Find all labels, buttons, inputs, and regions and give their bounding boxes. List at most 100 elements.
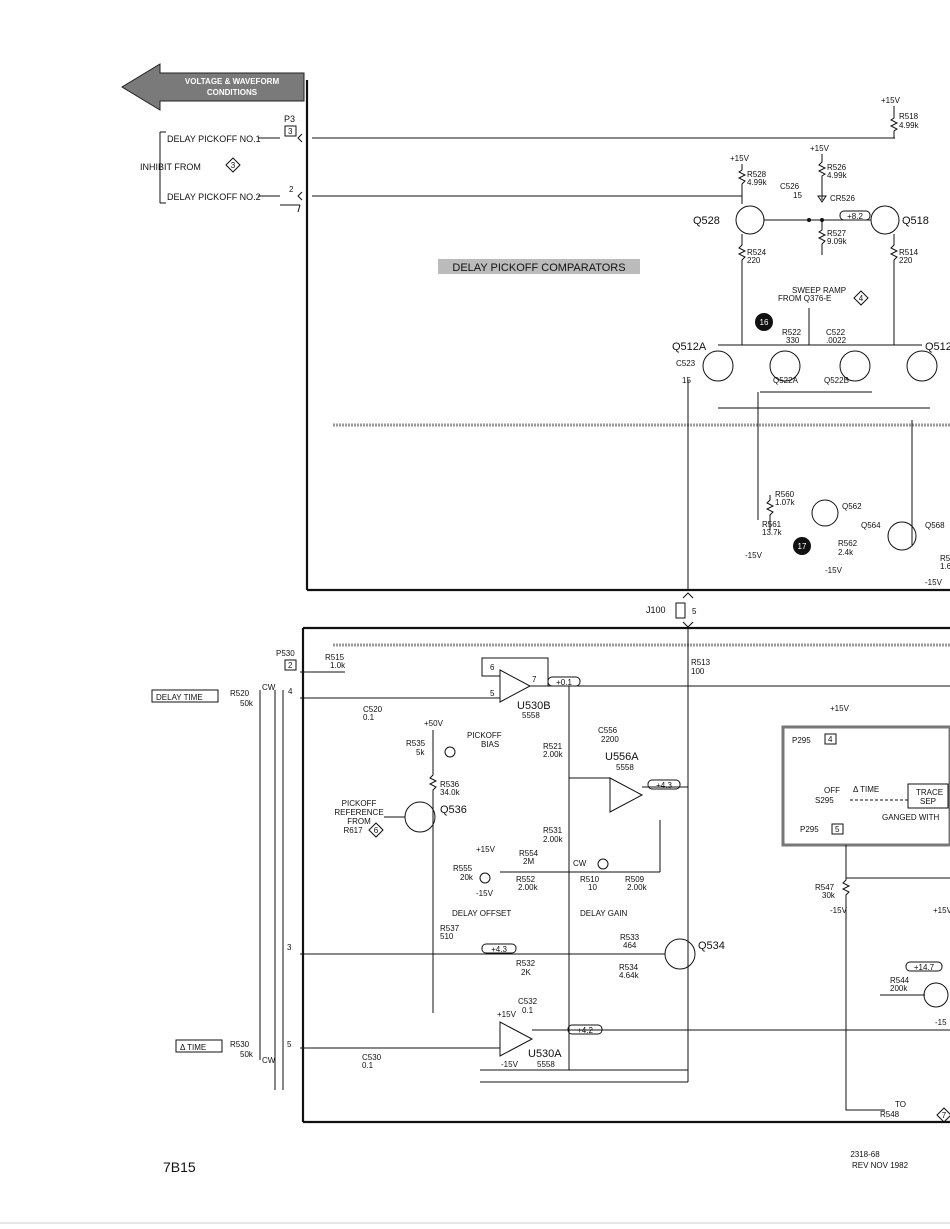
svg-text:5558: 5558 xyxy=(537,1060,555,1069)
svg-text:SWEEP RAMP: SWEEP RAMP xyxy=(792,286,846,295)
svg-text:15: 15 xyxy=(793,191,802,200)
svg-text:-15V: -15V xyxy=(476,889,494,898)
svg-text:2200: 2200 xyxy=(601,735,619,744)
u530a-label: U530A xyxy=(528,1048,562,1060)
svg-text:R554: R554 xyxy=(519,849,539,858)
svg-text:0.1: 0.1 xyxy=(363,713,375,722)
svg-text:220: 220 xyxy=(899,256,913,265)
svg-text:C520: C520 xyxy=(363,705,383,714)
svg-text:R514: R514 xyxy=(899,248,919,257)
u556a-label: U556A xyxy=(605,751,639,763)
voltage-waveform-banner[interactable]: VOLTAGE & WAVEFORM CONDITIONS xyxy=(121,63,305,111)
q518-label: Q518 xyxy=(902,215,929,227)
svg-text:2K: 2K xyxy=(521,968,531,977)
delay-pickoff-1-label: DELAY PICKOFF NO.1 xyxy=(167,134,261,144)
svg-text:R526: R526 xyxy=(827,163,847,172)
svg-text:1.07k: 1.07k xyxy=(775,498,796,507)
svg-text:-15: -15 xyxy=(935,1018,947,1027)
svg-text:C530: C530 xyxy=(362,1053,382,1062)
svg-text:+4.3: +4.3 xyxy=(656,781,672,790)
svg-text:15: 15 xyxy=(682,376,691,385)
s295-switch[interactable] xyxy=(781,725,950,847)
j100-connector[interactable]: J100 5 xyxy=(646,592,697,628)
svg-text:P530: P530 xyxy=(276,649,295,658)
svg-text:R521: R521 xyxy=(543,742,563,751)
svg-text:R513: R513 xyxy=(691,658,711,667)
svg-text:Q562: Q562 xyxy=(842,502,862,511)
svg-text:PICKOFF: PICKOFF xyxy=(467,731,502,740)
svg-text:1.0k: 1.0k xyxy=(330,661,346,670)
svg-text:FROM: FROM xyxy=(347,817,371,826)
svg-text:50k: 50k xyxy=(240,699,254,708)
svg-text:13.7k: 13.7k xyxy=(762,528,783,537)
svg-text:4.99k: 4.99k xyxy=(747,178,768,187)
svg-text:-15V: -15V xyxy=(925,578,943,587)
svg-text:P295: P295 xyxy=(800,825,819,834)
svg-text:C522: C522 xyxy=(826,328,846,337)
svg-text:R535: R535 xyxy=(406,739,426,748)
svg-text:C523: C523 xyxy=(676,359,696,368)
svg-text:1.6: 1.6 xyxy=(940,562,950,571)
svg-text:17: 17 xyxy=(798,542,807,551)
svg-text:Q522B: Q522B xyxy=(824,376,849,385)
svg-text:R531: R531 xyxy=(543,826,563,835)
svg-text:5: 5 xyxy=(490,689,495,698)
svg-text:R547: R547 xyxy=(815,883,835,892)
svg-text:R5: R5 xyxy=(940,554,950,563)
doc-number: 2318-68 xyxy=(850,1150,880,1159)
svg-text:4: 4 xyxy=(288,687,293,696)
svg-text:2: 2 xyxy=(288,661,293,670)
svg-text:S295: S295 xyxy=(815,796,834,805)
q536-label: Q536 xyxy=(440,804,467,816)
delay-gain-label: DELAY GAIN xyxy=(580,909,628,918)
svg-text:-15V: -15V xyxy=(745,551,763,560)
q512a-label: Q512A xyxy=(672,341,707,353)
svg-text:9.09k: 9.09k xyxy=(827,237,848,246)
svg-text:C556: C556 xyxy=(598,726,618,735)
svg-text:100: 100 xyxy=(691,667,705,676)
svg-text:6: 6 xyxy=(490,663,495,672)
delta-time-control[interactable]: Δ TIME xyxy=(175,1039,223,1053)
svg-text:34.0k: 34.0k xyxy=(440,788,461,797)
svg-text:+15V: +15V xyxy=(810,144,830,153)
svg-text:P295: P295 xyxy=(792,736,811,745)
delay-offset-label: DELAY OFFSET xyxy=(452,909,511,918)
svg-text:2M: 2M xyxy=(523,857,534,866)
svg-text:CR526: CR526 xyxy=(830,194,855,203)
p3-label: P3 xyxy=(284,114,295,124)
revision-label: REV NOV 1982 xyxy=(852,1161,909,1170)
svg-text:R534: R534 xyxy=(619,963,639,972)
svg-text:4.64k: 4.64k xyxy=(619,971,640,980)
svg-text:CW: CW xyxy=(262,683,276,692)
svg-text:Q568: Q568 xyxy=(925,521,945,530)
svg-text:6: 6 xyxy=(374,826,379,835)
svg-text:R562: R562 xyxy=(838,539,858,548)
svg-text:R617: R617 xyxy=(343,826,363,835)
svg-text:R561: R561 xyxy=(762,520,782,529)
svg-text:R528: R528 xyxy=(747,170,767,179)
svg-text:-15V: -15V xyxy=(825,566,843,575)
svg-text:2.00k: 2.00k xyxy=(518,883,539,892)
svg-text:330: 330 xyxy=(786,336,800,345)
svg-text:5k: 5k xyxy=(416,748,425,757)
svg-text:R544: R544 xyxy=(890,976,910,985)
svg-text:10: 10 xyxy=(588,883,597,892)
svg-text:4: 4 xyxy=(828,735,833,744)
svg-text:5558: 5558 xyxy=(522,711,540,720)
svg-text:TRACE: TRACE xyxy=(916,788,943,797)
svg-text:BIAS: BIAS xyxy=(481,740,499,749)
svg-text:R515: R515 xyxy=(325,653,345,662)
svg-text:R536: R536 xyxy=(440,780,460,789)
svg-text:R509: R509 xyxy=(625,875,645,884)
svg-text:SEP: SEP xyxy=(920,797,936,806)
delay-time-control[interactable]: DELAY TIME xyxy=(151,689,219,703)
svg-text:5: 5 xyxy=(287,1040,292,1049)
svg-text:+15V: +15V xyxy=(933,906,950,915)
svg-text:3: 3 xyxy=(287,943,292,952)
svg-text:R530: R530 xyxy=(230,1040,250,1049)
svg-text:7: 7 xyxy=(532,675,537,684)
svg-text:+15V: +15V xyxy=(830,704,850,713)
svg-text:FROM Q376-E: FROM Q376-E xyxy=(778,294,831,303)
